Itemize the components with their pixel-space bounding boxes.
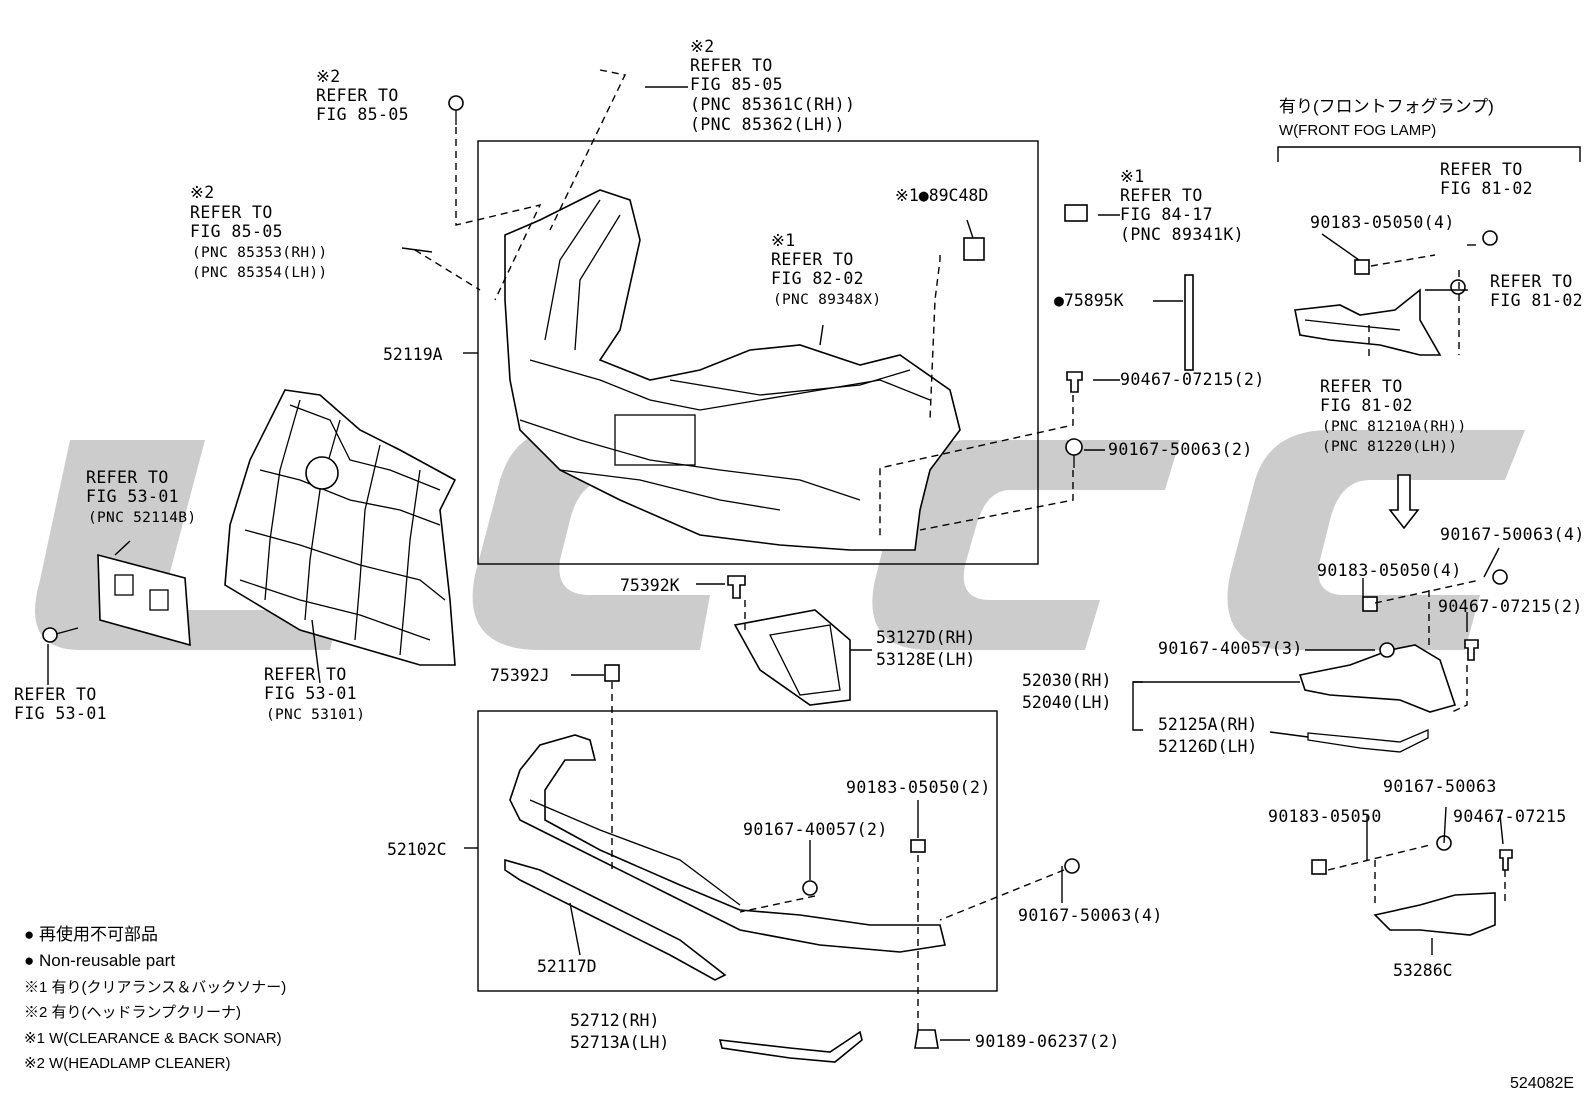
leader-lines	[47, 86, 1504, 1041]
refer-85-05-c-line1: ※2	[190, 183, 215, 202]
legend-line-1: ● 再使用不可部品	[24, 924, 158, 944]
part-90467-07215-2a[interactable]: 90467-07215(2)	[1120, 370, 1265, 389]
legend-line-5: ※1 W(CLEARANCE & BACK SONAR)	[24, 1030, 282, 1047]
refer-85-05-b-line5: (PNC 85362(LH))	[690, 115, 845, 134]
part-75392k[interactable]: 75392K	[620, 576, 680, 595]
part-90167-50063[interactable]: 90167-50063	[1383, 777, 1497, 796]
part-52126d[interactable]: 52126D(LH)	[1158, 737, 1257, 756]
refer-85-05-a-line2[interactable]: REFER TO	[316, 86, 399, 105]
part-52713a[interactable]: 52713A(LH)	[570, 1033, 669, 1052]
part-52040[interactable]: 52040(LH)	[1022, 693, 1111, 712]
refer-85-05-b-line2[interactable]: REFER TO	[690, 56, 773, 75]
part-90183-05050[interactable]: 90183-05050	[1268, 807, 1382, 826]
legend-line-2: ● Non-reusable part	[24, 951, 175, 970]
part-53128e[interactable]: 53128E(LH)	[876, 650, 975, 669]
refer-85-05-b-line3[interactable]: FIG 85-05	[690, 75, 783, 94]
refer-85-05-c-line5: (PNC 85354(LH))	[192, 265, 327, 281]
refer-84-17-line1: ※1	[1120, 167, 1145, 186]
refer-81-02-c-line4: (PNC 81220(LH))	[1322, 439, 1457, 455]
side-bracket-part	[1298, 644, 1457, 713]
part-53127d[interactable]: 53127D(RH)	[876, 628, 975, 647]
refer-53-01-c-line1[interactable]: REFER TO	[264, 665, 347, 684]
legend-line-4: ※2 有り(ヘッドランプクリーナ)	[24, 1004, 241, 1021]
refer-85-05-c-line3[interactable]: FIG 85-05	[190, 222, 283, 241]
part-90167-40057-2[interactable]: 90167-40057(2)	[743, 820, 888, 839]
part-52119a[interactable]: 52119A	[383, 345, 443, 364]
fog-lamp-jp: 有り(フロントフォグランプ)	[1279, 97, 1494, 116]
refer-84-17-line4: (PNC 89341K)	[1120, 225, 1244, 244]
fog-lamp-cover-part	[733, 609, 851, 706]
under-cover-part	[1373, 892, 1496, 936]
lower-molding-part	[718, 1030, 863, 1063]
refer-82-02-line4: (PNC 89348X)	[773, 292, 881, 308]
refer-53-01-a-line3: (PNC 52114B)	[88, 510, 196, 526]
refer-81-02-c-line3: (PNC 81210A(RH))	[1322, 419, 1466, 435]
refer-81-02-a-line1[interactable]: REFER TO	[1440, 160, 1523, 179]
part-90467-07215[interactable]: 90467-07215	[1453, 807, 1567, 826]
fog-lamp-bracket-frame	[1277, 146, 1581, 162]
part-90183-05050-4a[interactable]: 90183-05050(4)	[1310, 213, 1455, 232]
fog-lamp-en: W(FRONT FOG LAMP)	[1279, 122, 1436, 139]
part-90183-05050-2[interactable]: 90183-05050(2)	[846, 778, 991, 797]
refer-53-01-c-line3: (PNC 53101)	[266, 707, 365, 723]
lower-strip-part	[504, 858, 727, 981]
legend-line-6: ※2 W(HEADLAMP CLEANER)	[24, 1055, 231, 1072]
refer-81-02-c-line2[interactable]: FIG 81-02	[1320, 396, 1413, 415]
part-75392j[interactable]: 75392J	[490, 666, 550, 685]
lower-spoiler-frame	[477, 710, 998, 992]
part-90167-50063-2[interactable]: 90167-50063(2)	[1108, 440, 1253, 459]
refer-82-02-line2[interactable]: REFER TO	[771, 250, 854, 269]
refer-85-05-c-line4: (PNC 85353(RH))	[192, 245, 327, 261]
part-90167-50063-4b[interactable]: 90167-50063(4)	[1018, 906, 1163, 925]
fasteners	[448, 95, 1513, 1049]
refer-53-01-a-line2[interactable]: FIG 53-01	[86, 487, 179, 506]
refer-84-17-line2[interactable]: REFER TO	[1120, 186, 1203, 205]
part-52712[interactable]: 52712(RH)	[570, 1011, 659, 1030]
refer-81-02-b-line1[interactable]: REFER TO	[1490, 272, 1573, 291]
radiator-grille-part	[224, 389, 457, 666]
refer-85-05-c-line2[interactable]: REFER TO	[190, 203, 273, 222]
refer-81-02-c-line1[interactable]: REFER TO	[1320, 377, 1403, 396]
part-89c48d[interactable]: ※1●89C48D	[895, 186, 988, 205]
refer-53-01-b-line1[interactable]: REFER TO	[14, 685, 97, 704]
refer-53-01-c-line2[interactable]: FIG 53-01	[264, 684, 357, 703]
refer-85-05-a-line3[interactable]: FIG 85-05	[316, 105, 409, 124]
part-53286c[interactable]: 53286C	[1393, 961, 1453, 980]
refer-84-17-line3[interactable]: FIG 84-17	[1120, 205, 1213, 224]
refer-85-05-a-line1: ※2	[316, 67, 341, 86]
refer-85-05-b-line1: ※2	[690, 37, 715, 56]
part-52117d[interactable]: 52117D	[537, 957, 597, 976]
refer-85-05-b-line4: (PNC 85361C(RH))	[690, 95, 855, 114]
part-90167-50063-4a[interactable]: 90167-50063(4)	[1440, 525, 1585, 544]
part-90183-05050-4b[interactable]: 90183-05050(4)	[1317, 561, 1462, 580]
part-75895k[interactable]: ●75895K	[1054, 291, 1124, 310]
part-52102c[interactable]: 52102C	[387, 840, 447, 859]
refer-53-01-b-line2[interactable]: FIG 53-01	[14, 704, 107, 723]
fog-lamp-bracket-part	[1294, 288, 1442, 356]
part-90189-06237-2[interactable]: 90189-06237(2)	[975, 1032, 1120, 1051]
legend-line-3: ※1 有り(クリアランス＆バックソナー)	[24, 979, 286, 996]
bumper-cover-part	[504, 189, 961, 551]
screw-left-part	[42, 627, 79, 643]
legend: ● 再使用不可部品 ● Non-reusable part ※1 有り(クリアラ…	[24, 924, 286, 1072]
part-52030[interactable]: 52030(RH)	[1022, 671, 1111, 690]
refer-82-02-line3[interactable]: FIG 82-02	[771, 269, 864, 288]
refer-53-01-a-line1[interactable]: REFER TO	[86, 468, 169, 487]
refer-82-02-line1: ※1	[771, 231, 796, 250]
dashed-lines	[414, 69, 1506, 1030]
part-90167-40057-3[interactable]: 90167-40057(3)	[1158, 639, 1303, 658]
refer-81-02-b-line2[interactable]: FIG 81-02	[1490, 291, 1583, 310]
diagram-id: 524082E	[1510, 1075, 1574, 1092]
license-plate-bracket-part	[97, 553, 191, 647]
part-90467-07215-2b[interactable]: 90467-07215(2)	[1438, 597, 1583, 616]
part-52125a[interactable]: 52125A(RH)	[1158, 715, 1257, 734]
lower-spoiler-part	[509, 734, 946, 953]
refer-81-02-a-line2[interactable]: FIG 81-02	[1440, 179, 1533, 198]
molding-part	[1307, 729, 1429, 753]
